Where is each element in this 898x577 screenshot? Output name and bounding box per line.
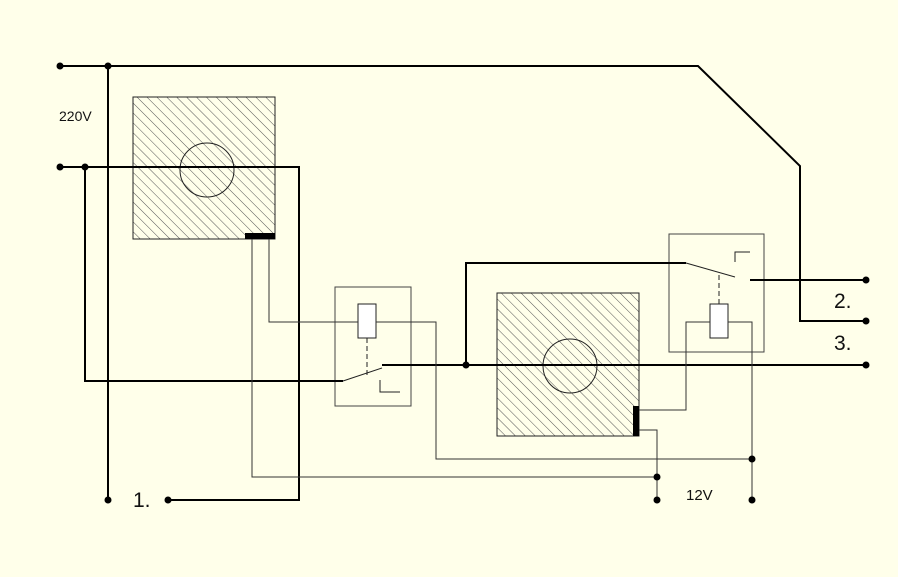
junction-dots [56,62,870,504]
relay-2-coil [709,303,729,339]
label-220v: 220V [59,108,92,124]
contact-bar-1 [245,233,275,239]
label-terminal-3: 3. [834,332,852,355]
relay-1 [334,286,412,407]
relay-2-switch [685,262,736,278]
label-12v: 12V [686,487,713,504]
label-terminal-1: 1. [133,489,151,512]
contact-bar-2 [633,406,639,436]
label-terminal-2: 2. [834,290,852,313]
relay-2 [668,233,765,353]
thick-wiring [60,65,866,501]
relay-1-switch [342,367,383,382]
relay-1-coil [357,303,377,339]
thin-wiring [251,239,753,500]
